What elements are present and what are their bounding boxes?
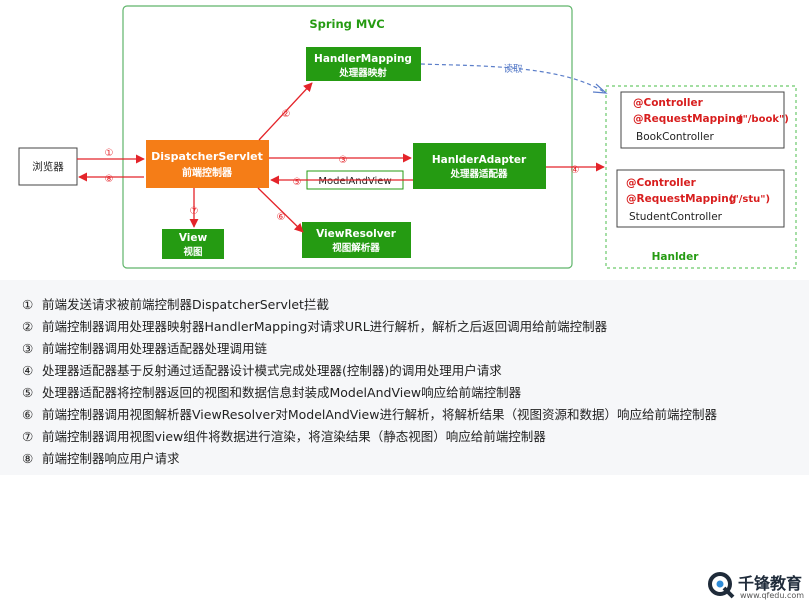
step-number: ④ bbox=[22, 363, 34, 378]
handler-group-title: Hanlder bbox=[652, 251, 700, 263]
step-item: ① 前端发送请求被前端控制器DispatcherServlet拦截 bbox=[22, 294, 329, 313]
dispatcher-servlet-name: DispatcherServlet bbox=[151, 150, 263, 163]
logo-url: www.qfedu.com bbox=[740, 591, 805, 600]
browser-box bbox=[18, 147, 78, 186]
step-item: ⑤ 处理器适配器将控制器返回的视图和数据信息封装成ModelAndView响应给前… bbox=[22, 382, 521, 401]
step-number: ③ bbox=[22, 341, 34, 356]
arrow-8-label: ⑧ bbox=[105, 174, 114, 185]
book-controller-box bbox=[620, 91, 785, 149]
step-number: ⑤ bbox=[22, 385, 34, 400]
arrow-5-label: ⑤ bbox=[293, 177, 302, 188]
read-arrow bbox=[420, 63, 605, 93]
step-number: ⑦ bbox=[22, 429, 34, 444]
arrow-2 bbox=[258, 82, 313, 141]
student-controller-box bbox=[616, 169, 785, 228]
step-text: 处理器适配器将控制器返回的视图和数据信息封装成ModelAndView响应给前端… bbox=[42, 385, 522, 400]
student-controller-class: StudentController bbox=[629, 211, 723, 223]
arrow-6 bbox=[257, 187, 304, 233]
view-box bbox=[162, 229, 224, 259]
step-text: 前端控制器调用视图view组件将数据进行渲染，将渲染结果（静态视图）响应给前端控… bbox=[42, 429, 546, 444]
book-controller-annotation: @Controller bbox=[633, 97, 704, 109]
step-number: ① bbox=[22, 297, 34, 312]
step-text: 处理器适配器基于反射通过适配器设计模式完成处理器(控制器)的调用处理用户请求 bbox=[42, 363, 502, 378]
model-and-view-label: ModelAndView bbox=[318, 176, 391, 187]
arrow-6-label: ⑥ bbox=[277, 212, 286, 223]
handler-mapping-name: HandlerMapping bbox=[314, 53, 412, 65]
browser-label: 浏览器 bbox=[32, 160, 64, 173]
step-text: 前端发送请求被前端控制器DispatcherServlet拦截 bbox=[42, 297, 329, 312]
diagram-canvas: Spring MVC Hanlder @Controller @RequestM… bbox=[18, 5, 797, 269]
step-number: ⑥ bbox=[22, 407, 34, 422]
read-label: 读取 bbox=[503, 63, 523, 75]
book-request-path: ("/book") bbox=[738, 114, 789, 125]
spring-mvc-container bbox=[122, 5, 573, 269]
student-request-mapping: @RequestMapping bbox=[626, 193, 736, 205]
step-item: ③ 前端控制器调用处理器适配器处理调用链 bbox=[22, 338, 267, 357]
view-sub: 视图 bbox=[183, 246, 202, 258]
steps-panel: ① 前端发送请求被前端控制器DispatcherServlet拦截 ② 前端控制器调… bbox=[0, 280, 809, 600]
arrow-7-label: ⑦ bbox=[190, 206, 199, 217]
step-text: 前端控制器调用处理器适配器处理调用链 bbox=[42, 341, 268, 356]
handler-adapter-sub: 处理器适配器 bbox=[449, 168, 508, 180]
student-request-path: ("/stu") bbox=[729, 194, 770, 205]
step-item: ⑧ 前端控制器响应用户请求 bbox=[22, 448, 180, 467]
book-request-mapping: @RequestMapping bbox=[633, 113, 743, 125]
view-resolver-name: ViewResolver bbox=[316, 228, 397, 240]
handler-mapping-box bbox=[306, 47, 421, 81]
container-title: Spring MVC bbox=[309, 17, 384, 31]
step-text: 前端控制器响应用户请求 bbox=[42, 451, 180, 466]
read-arrow-head bbox=[592, 83, 608, 94]
view-resolver-box bbox=[302, 222, 411, 258]
step-item: ④ 处理器适配器基于反射通过适配器设计模式完成处理器(控制器)的调用处理用户请求 bbox=[22, 360, 502, 379]
handler-adapter-box bbox=[413, 143, 546, 189]
view-resolver-sub: 视图解析器 bbox=[332, 242, 380, 254]
step-number: ⑧ bbox=[22, 451, 34, 466]
logo-q-icon bbox=[708, 572, 735, 599]
handler-mapping-sub: 处理器映射 bbox=[338, 67, 387, 79]
arrow-2-label: ② bbox=[282, 109, 291, 120]
student-controller-annotation: @Controller bbox=[626, 177, 697, 189]
spring-mvc-diagram: Spring MVC Hanlder @Controller @RequestM… bbox=[0, 5, 809, 600]
qfedu-logo: 千锋教育 www.qfedu.com bbox=[706, 570, 805, 604]
step-text: 前端控制器调用视图解析器ViewResolver对ModelAndView进行解… bbox=[42, 407, 717, 422]
arrow-3-label: ③ bbox=[339, 155, 348, 166]
arrow-4-label: ④ bbox=[571, 165, 580, 176]
step-item: ⑦ 前端控制器调用视图view组件将数据进行渲染，将渲染结果（静态视图）响应给前端… bbox=[22, 426, 546, 445]
step-text: 前端控制器调用处理器映射器HandlerMapping对请求URL进行解析，解析… bbox=[42, 319, 608, 334]
arrow-1-label: ① bbox=[105, 148, 114, 159]
step-item: ⑥ 前端控制器调用视图解析器ViewResolver对ModelAndView进行… bbox=[22, 404, 717, 423]
book-controller-class: BookController bbox=[636, 131, 714, 143]
dispatcher-servlet-box bbox=[146, 140, 269, 188]
step-item: ② 前端控制器调用处理器映射器HandlerMapping对请求URL进行解析，解… bbox=[22, 316, 607, 335]
view-name: View bbox=[179, 232, 208, 244]
handler-adapter-name: HanlderAdapter bbox=[432, 154, 527, 166]
step-number: ② bbox=[22, 319, 34, 334]
dispatcher-servlet-sub: 前端控制器 bbox=[182, 166, 233, 179]
